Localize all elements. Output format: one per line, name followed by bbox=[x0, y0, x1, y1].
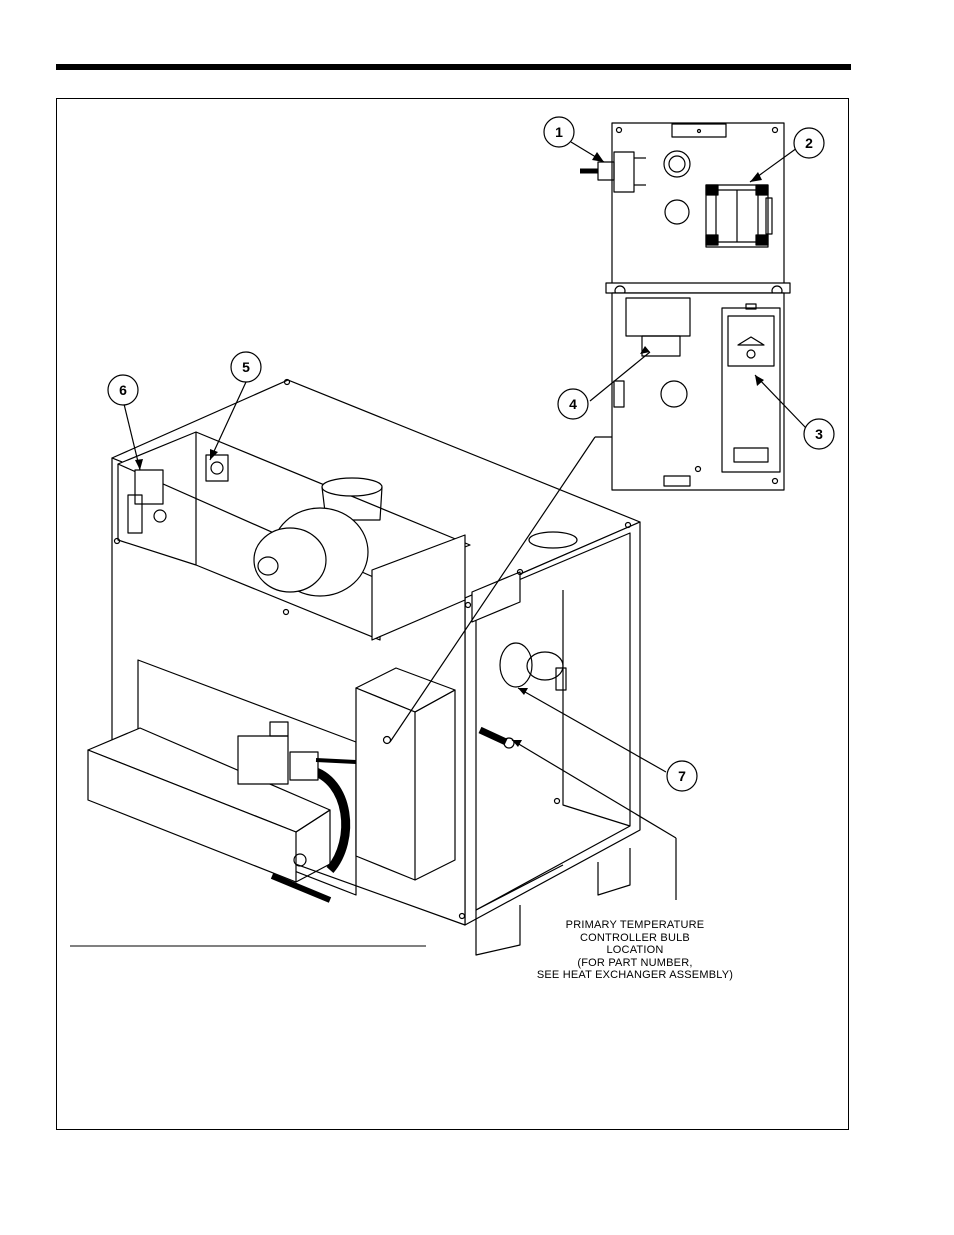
gas-valve bbox=[237, 721, 357, 785]
arrowheads bbox=[135, 152, 764, 747]
junction-box bbox=[355, 667, 456, 881]
bulb-location-note: PRIMARY TEMPERATURE CONTROLLER BULB LOCA… bbox=[520, 919, 750, 982]
callout-numbers: 1 2 3 4 5 6 7 bbox=[119, 124, 823, 784]
blower-assembly bbox=[253, 477, 383, 597]
figure-frame bbox=[56, 98, 849, 1130]
relay-block bbox=[705, 184, 773, 248]
leader-lines bbox=[123, 141, 807, 900]
pressure-switch bbox=[205, 454, 229, 482]
callout-2: 2 bbox=[805, 135, 813, 151]
thermowell-fittings bbox=[478, 642, 567, 749]
boiler-cabinet bbox=[87, 378, 641, 956]
callout-3: 3 bbox=[815, 426, 823, 442]
callout-5: 5 bbox=[242, 359, 250, 375]
ignition-module bbox=[721, 307, 781, 473]
callout-1: 1 bbox=[555, 124, 563, 140]
burner-manifold bbox=[87, 727, 351, 903]
bulb-note-line: CONTROLLER BULB bbox=[580, 931, 690, 944]
toggle-switch bbox=[580, 151, 646, 193]
callout-circles bbox=[107, 116, 835, 792]
callout-6: 6 bbox=[119, 382, 127, 398]
bulb-note-line: SEE HEAT EXCHANGER ASSEMBLY) bbox=[536, 969, 734, 981]
bulb-note-line: LOCATION bbox=[606, 944, 664, 956]
bulb-note-line: PRIMARY TEMPERATURE bbox=[565, 919, 705, 931]
callout-4: 4 bbox=[569, 396, 577, 412]
control-panel-detail bbox=[580, 122, 791, 491]
limit-switch bbox=[127, 469, 167, 534]
header-rule bbox=[56, 64, 851, 70]
callout-7: 7 bbox=[678, 768, 686, 784]
bulb-note-line: (FOR PART NUMBER, bbox=[577, 956, 693, 969]
